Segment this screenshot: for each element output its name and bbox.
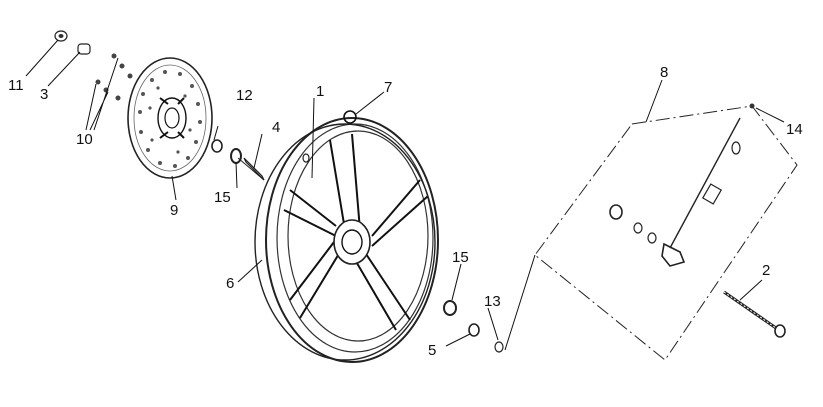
brake-disc [127,57,213,179]
callout-9: 9 [170,202,178,219]
wheel-rim [265,110,439,363]
callout-10: 10 [76,131,93,148]
oil-seal [211,139,223,153]
bearing-right [443,300,457,316]
collar-right [468,323,480,337]
speedo-assembly-box [534,105,798,361]
callout-7: 7 [384,79,392,96]
disc-bolts [95,53,133,101]
flange-nut [54,30,68,42]
washer-right [494,341,504,353]
callout-3: 3 [40,86,48,103]
callout-labels: 1 2 3 4 5 6 7 8 9 10 11 12 13 14 15 15 [8,64,803,359]
callout-11: 11 [8,77,24,94]
leader-lines [25,39,785,351]
callout-15-left: 15 [214,189,231,206]
callout-2: 2 [762,262,770,279]
speedometer-gear [609,103,755,267]
callout-5: 5 [428,342,436,359]
callout-13: 13 [484,293,501,310]
callout-4: 4 [272,119,280,136]
bearing-left [230,148,242,164]
axle-sleeve [237,157,265,181]
callout-6: 6 [226,275,234,292]
callout-12: 12 [236,87,253,104]
callout-1: 1 [316,83,324,100]
callout-15-right: 15 [452,249,469,266]
front-axle [723,290,786,338]
tyre-outline [254,123,436,361]
callout-8: 8 [660,64,668,81]
spacer-collar [77,43,91,55]
callout-14: 14 [786,121,803,138]
